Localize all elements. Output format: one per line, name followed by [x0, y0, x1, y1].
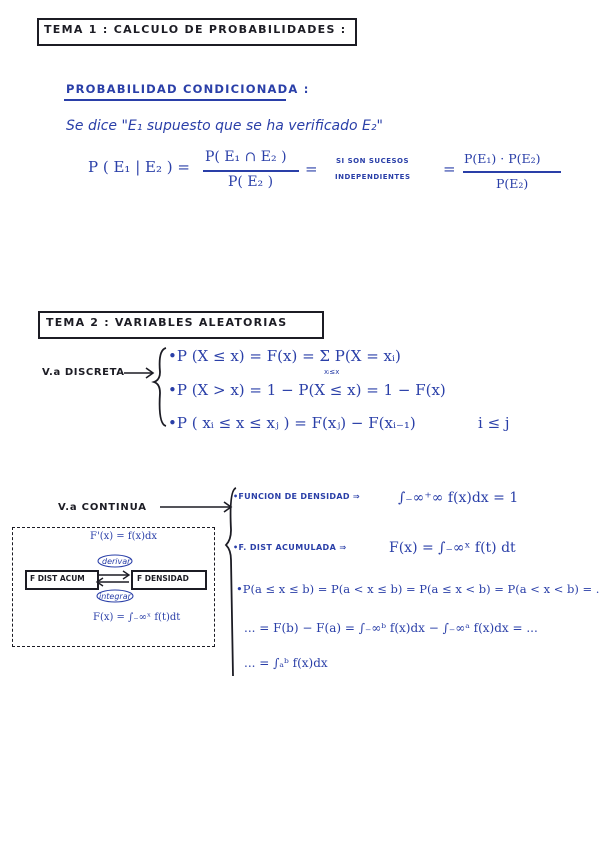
independence-note-line2: INDEPENDIENTES: [335, 173, 411, 181]
cumulative-distribution-label: •F. DIST ACUMULADA ⇒: [233, 543, 347, 552]
definition-sentence: Se dice "E₁ supuesto que se ha verificad…: [66, 118, 383, 134]
sum-index: xᵢ≤x: [324, 368, 340, 376]
integral-formula: F(x) = ∫₋∞ˣ f(t)dt: [93, 612, 181, 623]
relation-diagram-frame: [12, 527, 215, 647]
derive-arrow: [97, 570, 131, 580]
equals-sign-1: =: [305, 160, 318, 178]
discrete-arrow: [124, 367, 155, 379]
density-function-label: •FUNCION DE DENSIDAD ⇒: [233, 492, 360, 501]
continuous-arrow: [160, 501, 233, 513]
derive-label: derivar: [102, 557, 131, 566]
continuous-brace: [224, 487, 237, 677]
integrate-oval: [96, 589, 134, 603]
discrete-variable-label: V.a DISCRETA: [42, 367, 125, 378]
fraction1-bar: [203, 170, 299, 172]
density-box: [131, 570, 207, 590]
fraction1-denominator: P( E₂ ): [228, 174, 274, 190]
continuous-variable-label: V.a CONTINUA: [58, 502, 147, 513]
independence-note-line1: SI SON SUCESOS: [336, 157, 410, 165]
discrete-cdf-line: •P (X ≤ x) = F(x) = Σ P(X = xᵢ): [168, 347, 401, 365]
fraction2-numerator: P(E₁) · P(E₂): [464, 151, 541, 166]
heading-underline: [64, 99, 286, 101]
derivative-formula: F'(x) = f(x)dx: [90, 531, 158, 542]
integrate-arrow: [95, 577, 129, 587]
interval-probability-continuation: ... = F(b) − F(a) = ∫₋∞ᵇ f(x)dx − ∫₋∞ᵃ f…: [244, 621, 538, 635]
tema2-title: TEMA 2 : VARIABLES ALEATORIAS: [46, 316, 288, 329]
discrete-brace: [151, 347, 167, 427]
integrate-label: integrar: [99, 592, 131, 601]
tema1-title-box: [37, 18, 357, 46]
interval-probability-line: •P(a ≤ x ≤ b) = P(a < x ≤ b) = P(a ≤ x <…: [236, 582, 599, 596]
index-condition: i ≤ j: [478, 414, 510, 432]
fraction1-numerator: P( E₁ ∩ E₂ ): [205, 149, 287, 165]
density-integral: ∫₋∞⁺∞ f(x)dx = 1: [398, 490, 519, 506]
tema2-title-box: [38, 311, 324, 339]
cumulative-integral: F(x) = ∫₋∞ˣ f(t) dt: [389, 540, 516, 556]
cumulative-box-label: F DIST ACUM: [30, 574, 85, 583]
derive-oval: [97, 554, 133, 568]
conditional-probability-heading: PROBABILIDAD CONDICIONADA :: [66, 82, 310, 96]
density-box-label: F DENSIDAD: [137, 574, 189, 583]
discrete-complement-line: •P (X > x) = 1 − P(X ≤ x) = 1 − F(x): [168, 381, 446, 399]
conditional-lhs: P ( E₁ | E₂ ) =: [88, 158, 190, 176]
fraction2-denominator: P(E₂): [496, 176, 529, 191]
tema1-title: TEMA 1 : CALCULO DE PROBABILIDADES :: [44, 23, 347, 36]
cumulative-box: [25, 570, 99, 590]
interval-probability-integral: ... = ∫ₐᵇ f(x)dx: [244, 656, 328, 670]
equals-sign-2: =: [443, 160, 456, 178]
discrete-interval-line: •P ( xᵢ ≤ x ≤ xⱼ ) = F(xⱼ) − F(xᵢ₋₁): [168, 414, 416, 432]
fraction2-bar: [463, 171, 561, 173]
